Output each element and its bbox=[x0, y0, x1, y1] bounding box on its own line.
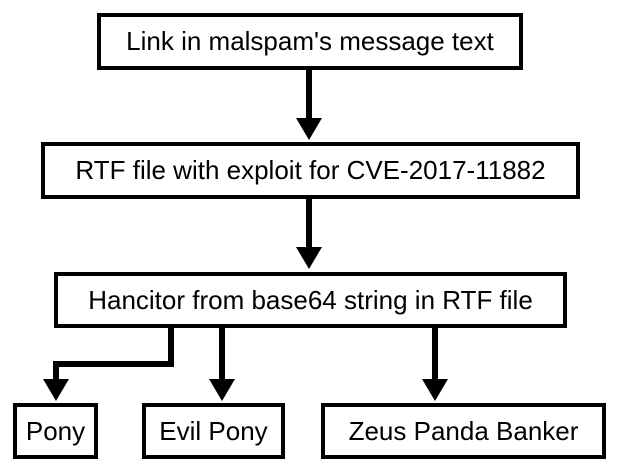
node-rtf-exploit: RTF file with exploit for CVE-2017-11882 bbox=[41, 142, 580, 199]
arrow-hancitor-to-evil-pony bbox=[209, 328, 235, 401]
node-hancitor: Hancitor from base64 string in RTF file bbox=[54, 272, 567, 328]
arrow-hancitor-to-zeus bbox=[422, 328, 448, 401]
node-label: Hancitor from base64 string in RTF file bbox=[88, 284, 533, 315]
arrow-rtf-to-hancitor bbox=[296, 199, 322, 269]
node-label: Evil Pony bbox=[159, 415, 268, 446]
arrow-hancitor-to-pony bbox=[43, 328, 174, 401]
node-malspam-link: Link in malspam's message text bbox=[97, 13, 523, 70]
node-label: Link in malspam's message text bbox=[126, 26, 494, 56]
node-label: RTF file with exploit for CVE-2017-11882 bbox=[75, 155, 546, 185]
node-pony: Pony bbox=[13, 403, 98, 459]
node-evil-pony: Evil Pony bbox=[142, 403, 285, 459]
node-zeus-panda-banker: Zeus Panda Banker bbox=[321, 403, 606, 459]
node-label: Pony bbox=[25, 415, 86, 446]
arrow-link-to-rtf bbox=[296, 70, 322, 140]
node-label: Zeus Panda Banker bbox=[348, 415, 579, 446]
